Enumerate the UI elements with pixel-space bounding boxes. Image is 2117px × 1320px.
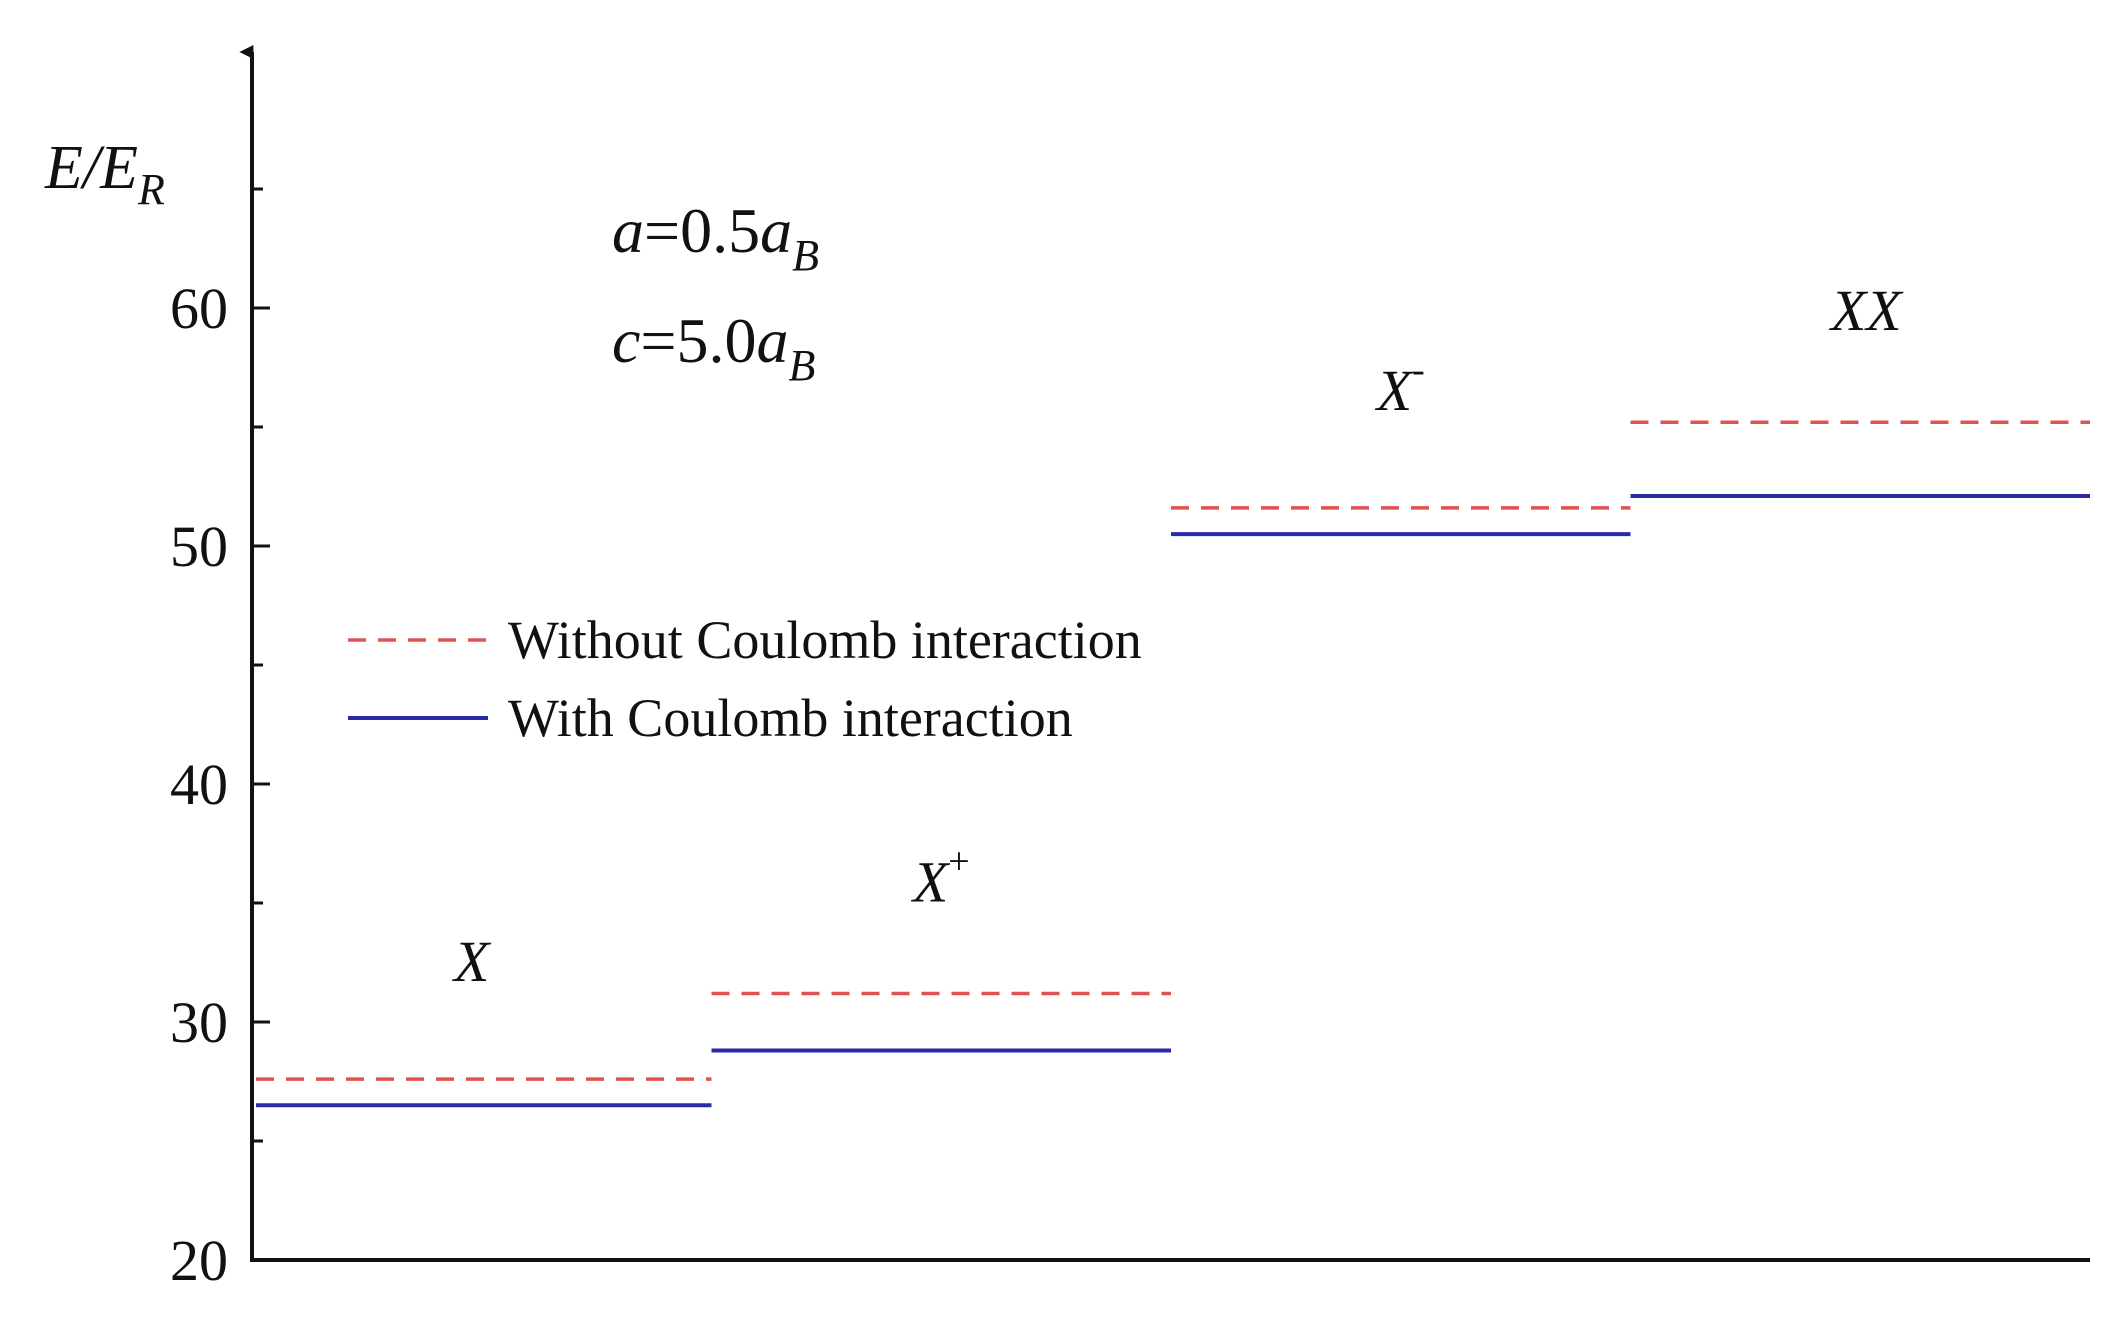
y-tick-label: 60	[170, 276, 228, 341]
level-label-superscript: +	[948, 840, 969, 882]
parameter-value: =0.5	[644, 195, 760, 266]
y-axis-title: E/ER	[44, 134, 165, 214]
parameter-symbol: c	[612, 305, 640, 376]
parameter-symbol: a	[612, 195, 644, 266]
legend-label: With Coulomb interaction	[508, 688, 1073, 748]
y-tick-label: 30	[170, 990, 228, 1055]
level-label: XX	[1829, 278, 1904, 343]
level-label-base: XX	[1829, 278, 1904, 343]
parameter-value: =5.0	[640, 305, 756, 376]
level-label-base: X	[452, 929, 492, 994]
y-axis-title-subscript: R	[137, 165, 165, 214]
y-tick-label: 20	[170, 1228, 228, 1293]
level-label: X	[452, 929, 492, 994]
parameter-annotation: a=0.5aB	[612, 195, 819, 280]
parameter-unit: a	[757, 305, 789, 376]
level-labels: XX+X-XX	[452, 278, 1904, 994]
series-marks	[256, 420, 2090, 1108]
y-axis-ticks: 20 30 40 50 60	[170, 187, 270, 1293]
level-label-superscript: -	[1412, 349, 1425, 391]
level-label-base: X	[1375, 358, 1415, 423]
y-axis-title-base: E/E	[44, 134, 138, 202]
parameter-unit: a	[760, 195, 792, 266]
level-label-base: X	[911, 849, 951, 914]
parameter-annotation: c=5.0aB	[612, 305, 815, 390]
y-tick-label: 50	[170, 514, 228, 579]
y-tick-label: 40	[170, 752, 228, 817]
level-label: X-	[1375, 349, 1425, 423]
legend-label: Without Coulomb interaction	[508, 610, 1142, 670]
level-label: X+	[911, 840, 970, 914]
parameter-unit-subscript: B	[789, 341, 816, 390]
parameter-unit-subscript: B	[792, 231, 819, 280]
